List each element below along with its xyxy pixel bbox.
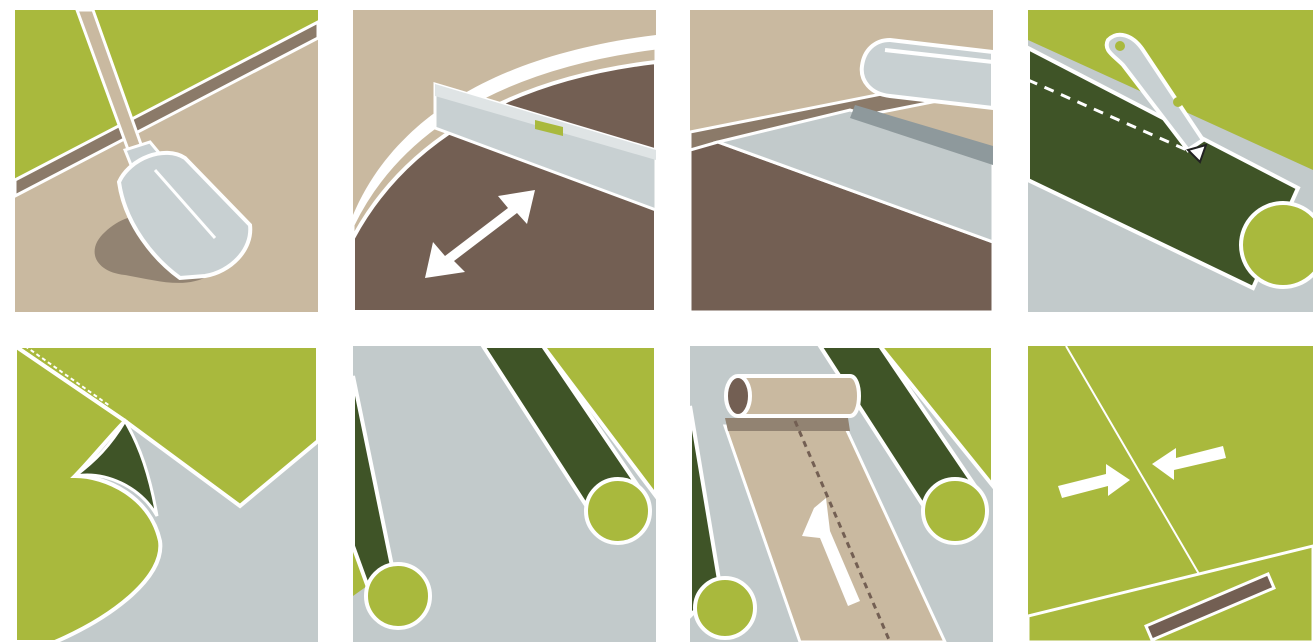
- step-5-panel: [15, 346, 318, 642]
- step-4-panel: [1028, 10, 1313, 312]
- cut-turf-icon: [1028, 10, 1313, 312]
- dig-shovel-icon: [15, 10, 318, 312]
- lay-turf-rolls-icon: [353, 346, 656, 642]
- step-8-panel: [1028, 346, 1313, 642]
- join-seam-icon: [1028, 346, 1313, 642]
- step-6-panel: [353, 346, 656, 642]
- step-2-panel: [353, 10, 656, 312]
- roll-compact-icon: [690, 10, 993, 312]
- level-soil-icon: [353, 10, 656, 312]
- apply-seam-tape-icon: [690, 346, 993, 642]
- step-1-panel: [15, 10, 318, 312]
- fold-back-edge-icon: [15, 346, 318, 642]
- step-3-panel: [690, 10, 993, 312]
- step-7-panel: [690, 346, 993, 642]
